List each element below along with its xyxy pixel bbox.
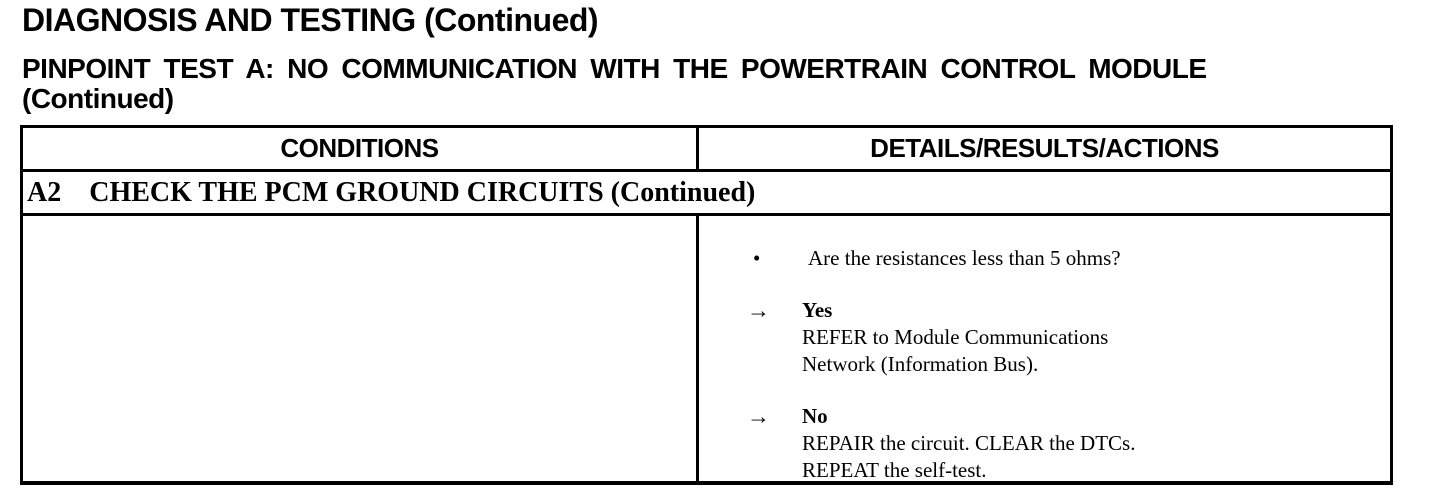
- step-id: A2: [27, 176, 62, 208]
- pinpoint-test-subtitle: PINPOINT TEST A: NO COMMUNICATION WITH T…: [22, 54, 1382, 114]
- result-yes-block: → Yes REFER to Module Communications Net…: [747, 297, 1380, 378]
- arrow-right-icon: →: [747, 298, 770, 323]
- result-no-content: No REPAIR the circuit. CLEAR the DTCs. R…: [802, 403, 1135, 484]
- pinpoint-test-subtitle-line1: PINPOINT TEST A: NO COMMUNICATION WITH T…: [22, 53, 1207, 84]
- table-body-row: • Are the resistances less than 5 ohms? …: [23, 216, 1390, 484]
- step-title: CHECK THE PCM GROUND CIRCUITS (Continued…: [89, 176, 756, 208]
- diagnostic-table: CONDITIONS DETAILS/RESULTS/ACTIONS A2 CH…: [20, 125, 1393, 485]
- question-text: Are the resistances less than 5 ohms?: [808, 246, 1121, 270]
- action-line: REPAIR the circuit. CLEAR the DTCs.: [802, 431, 1136, 455]
- table-header-details-results-actions: DETAILS/RESULTS/ACTIONS: [870, 133, 1219, 163]
- conditions-cell-empty: [23, 216, 699, 484]
- result-label-yes: Yes: [802, 298, 833, 322]
- result-no-block: → No REPAIR the circuit. CLEAR the DTCs.…: [747, 403, 1380, 484]
- question-line: • Are the resistances less than 5 ohms?: [747, 245, 1380, 272]
- details-cell: • Are the resistances less than 5 ohms? …: [699, 216, 1390, 484]
- step-row-a2: A2 CHECK THE PCM GROUND CIRCUITS (Contin…: [23, 172, 1390, 216]
- bullet-icon: •: [753, 246, 761, 270]
- result-label-no: No: [802, 404, 828, 428]
- table-header-conditions: CONDITIONS: [23, 128, 699, 169]
- table-header-row: CONDITIONS DETAILS/RESULTS/ACTIONS: [23, 128, 1390, 172]
- action-line: Network (Information Bus).: [802, 352, 1039, 376]
- pinpoint-test-subtitle-line2: (Continued): [22, 83, 174, 114]
- arrow-right-icon: →: [747, 404, 770, 429]
- page-title: DIAGNOSIS AND TESTING (Continued): [22, 2, 599, 38]
- action-line: REFER to Module Communications: [802, 325, 1109, 349]
- action-line: REPEAT the self-test.: [802, 458, 987, 482]
- result-yes-content: Yes REFER to Module Communications Netwo…: [802, 297, 1108, 378]
